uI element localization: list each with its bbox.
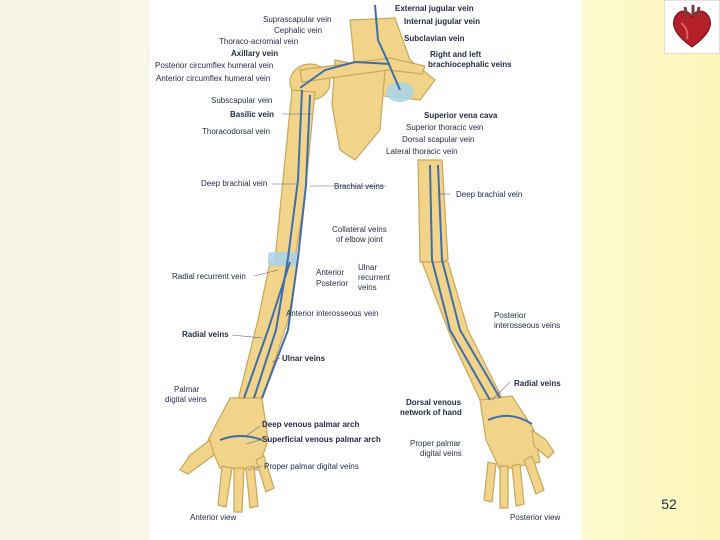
label-ulnar-recurrent-1: Ulnar: [358, 263, 378, 272]
label-basilic: Basilic vein: [230, 110, 275, 119]
heart-logo: [664, 0, 720, 54]
label-suprascapular: Suprascapular vein: [263, 15, 332, 24]
dorsal-network-vessel: [487, 414, 533, 425]
finger-anterior-4: [255, 455, 275, 493]
finger-posterior-3: [511, 463, 525, 507]
thumb-anterior: [179, 438, 215, 475]
leader-lines: [231, 113, 511, 471]
anatomy-figure: External jugular vein Suprascapular vein…: [150, 0, 582, 540]
label-posterior-circumflex: Posterior circumflex humeral vein: [155, 61, 274, 70]
posterior-brachial-vessel: [429, 164, 491, 401]
label-superior-thoracic: Superior thoracic vein: [406, 123, 484, 132]
heart-region-highlight: [386, 82, 414, 102]
label-external-jugular: External jugular vein: [395, 4, 474, 13]
label-deep-brachial-left: Deep brachial vein: [201, 179, 268, 188]
finger-posterior-4: [523, 455, 545, 495]
label-ulnar-recurrent-2: recurrent: [358, 273, 391, 282]
label-anterior-interosseous: Anterior interosseous vein: [286, 309, 379, 318]
heart-icon: [673, 5, 711, 48]
label-proper-palmar-1: Proper palmar: [410, 439, 461, 448]
palmar-arch-vessel: [219, 435, 263, 441]
posterior-deep-vessel: [437, 164, 501, 399]
finger-posterior-2: [499, 465, 509, 509]
label-palmar-digital-1: Palmar: [174, 385, 200, 394]
label-internal-jugular: Internal jugular vein: [404, 17, 481, 26]
label-axillary: Axillary vein: [231, 49, 279, 58]
label-dorsal-scapular: Dorsal scapular vein: [402, 135, 475, 144]
label-radial-recurrent: Radial recurrent vein: [172, 272, 246, 281]
brachial-vessel: [253, 89, 303, 399]
thumb-posterior: [531, 428, 555, 459]
elbow-highlight: [268, 252, 298, 266]
label-anterior-circumflex: Anterior circumflex humeral vein: [156, 74, 271, 83]
label-dorsal-venous-1: Dorsal venous: [406, 398, 462, 407]
label-ulnar-veins: Ulnar veins: [282, 354, 326, 363]
label-collateral-1: Collateral veins: [332, 225, 387, 234]
label-posterior: Posterior: [316, 279, 349, 288]
label-palmar-digital-2: digital veins: [165, 395, 207, 404]
label-posterior-interosseous-2: interosseous veins: [494, 321, 561, 330]
page-number: 52: [661, 496, 677, 512]
label-subclavian: Subclavian vein: [404, 34, 465, 43]
label-deep-palmar-arch: Deep venous palmar arch: [262, 420, 360, 429]
humerus-posterior: [417, 159, 449, 263]
label-brachiocephalic-2: brachiocephalic veins: [428, 60, 512, 69]
label-cephalic: Cephalic vein: [274, 26, 323, 35]
label-proper-palmar-digital: Proper palmar digital veins: [264, 462, 359, 471]
label-deep-brachial-right: Deep brachial vein: [456, 190, 523, 199]
label-thoracodorsal: Thoracodorsal vein: [202, 127, 271, 136]
anterior-view-caption: Anterior view: [190, 513, 237, 522]
upper-limb-veins-illustration: [179, 4, 555, 513]
jugular-vessel: [374, 4, 401, 91]
label-collateral-2: of elbow joint: [336, 235, 383, 244]
posterior-view-caption: Posterior view: [510, 513, 561, 522]
label-superior-vena-cava: Superior vena cava: [424, 111, 498, 120]
label-radial-veins-left: Radial veins: [182, 330, 229, 339]
finger-anterior-1: [217, 465, 233, 508]
label-brachial: Brachial veins: [334, 182, 384, 191]
label-superficial-palmar-arch: Superficial venous palmar arch: [262, 435, 381, 444]
basilic-vessel: [261, 94, 311, 399]
label-radial-veins-right: Radial veins: [514, 379, 561, 388]
clavicle: [299, 57, 426, 83]
finger-anterior-3: [245, 465, 259, 509]
label-posterior-interosseous-1: Posterior: [494, 311, 527, 320]
label-anterior: Anterior: [316, 268, 345, 277]
subclavian-vessel: [299, 60, 391, 89]
finger-posterior-1: [483, 461, 497, 503]
label-dorsal-venous-2: network of hand: [400, 408, 462, 417]
label-proper-palmar-2: digital veins: [420, 449, 462, 458]
label-lateral-thoracic: Lateral thoracic vein: [386, 147, 458, 156]
label-ulnar-recurrent-3: veins: [358, 283, 377, 292]
label-subscapular: Subscapular vein: [211, 96, 273, 105]
radial-vessel: [243, 261, 291, 399]
joint-highlights: [268, 82, 414, 266]
finger-anterior-2: [233, 467, 245, 513]
hand-posterior: [479, 395, 541, 471]
label-brachiocephalic-1: Right and left: [430, 50, 482, 59]
label-thoraco-acromial: Thoraco-acromial vein: [219, 37, 299, 46]
veins: [219, 4, 533, 441]
